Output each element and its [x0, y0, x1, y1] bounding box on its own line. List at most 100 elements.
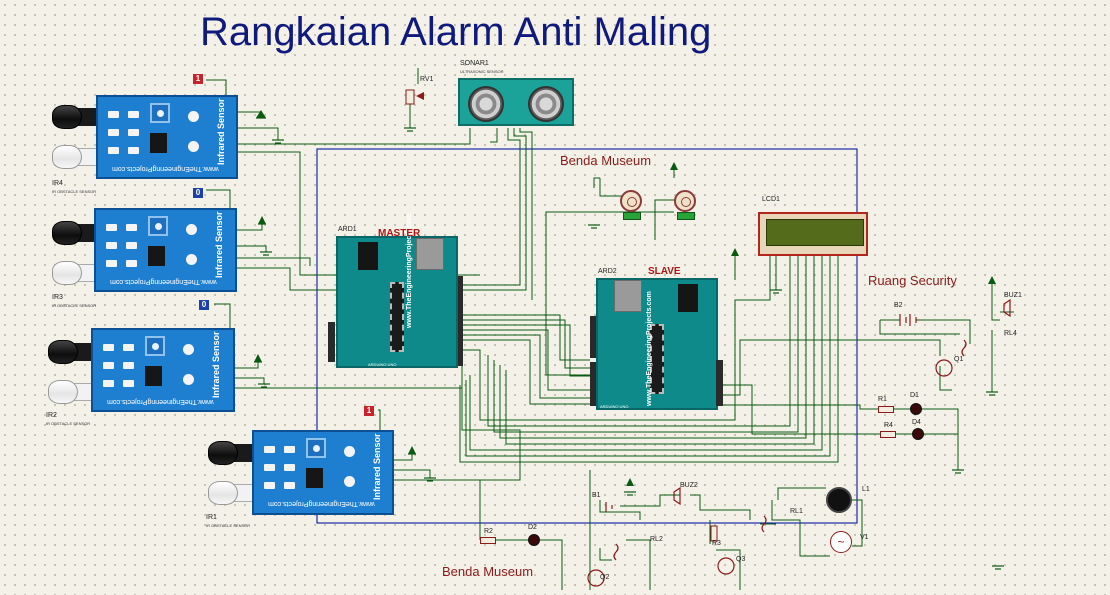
- slave-usb-port: [614, 280, 642, 312]
- ir2-potentiometer: [145, 336, 165, 356]
- ir4-emitter-led: [52, 105, 82, 129]
- l1-ref: L1: [862, 486, 870, 493]
- q1-ref: Q1: [954, 356, 964, 363]
- ir3-ref: IR3: [52, 294, 63, 301]
- rl1-ref: RL1: [790, 508, 803, 515]
- ir2-caption: Infrared Sensor: [211, 331, 221, 398]
- l1-lamp[interactable]: [826, 487, 852, 513]
- r1-resistor: [878, 406, 894, 413]
- slave-header-left2: [590, 362, 597, 406]
- d2-led[interactable]: [528, 534, 540, 546]
- enclosure-frame: [316, 148, 858, 524]
- slave-header-right: [716, 360, 723, 406]
- master-power-jack: [358, 242, 378, 270]
- ir4-caption: Infrared Sensor: [216, 98, 226, 165]
- r2-resistor: [480, 537, 496, 544]
- d4-led[interactable]: [912, 428, 924, 440]
- r2-ref: R2: [484, 528, 493, 535]
- ir4-potentiometer: [150, 103, 170, 123]
- ir1-sensor-module[interactable]: Infrared Sensor www.TheEngineeringProjec…: [252, 430, 394, 515]
- ir1-url: www.TheEngineeringProjects.com: [268, 500, 375, 507]
- r3-ref: R3: [712, 540, 721, 547]
- ir3-sensor-module[interactable]: Infrared Sensor www.TheEngineeringProjec…: [94, 208, 237, 292]
- ard2-ref: ARD2: [598, 268, 617, 275]
- master-mcu: [390, 282, 404, 352]
- ir2-subtitle: IR OBSTACLE SENSOR: [46, 421, 91, 426]
- ir1-ref: IR1: [206, 514, 217, 521]
- ir2-receiver-led: [48, 380, 78, 404]
- ir1-caption: Infrared Sensor: [372, 433, 382, 500]
- ir2-sensor-module[interactable]: Infrared Sensor www.TheEngineeringProjec…: [91, 328, 235, 412]
- ir2-ref: IR2: [46, 412, 57, 419]
- slave-arduino[interactable]: www.TheEngineeringProjects.com ARDUINO U…: [596, 278, 718, 410]
- ir1-subtitle: IR OBSTACLE SENSOR: [206, 523, 251, 528]
- sonar-receiver: [528, 86, 564, 122]
- ir2-url: www.TheEngineeringProjects.com: [107, 398, 214, 405]
- ir4-sensor-module[interactable]: Infrared Sensor www.TheEngineeringProjec…: [96, 95, 238, 179]
- q3-ref: Q3: [736, 556, 746, 563]
- master-arduino[interactable]: www.TheEngineeringProjects.com ARDUINO U…: [336, 213, 458, 368]
- d2-ref: D2: [528, 524, 537, 531]
- master-usb-port: [416, 238, 444, 270]
- d1-ref: D1: [910, 392, 919, 399]
- rl2-ref: RL2: [650, 536, 663, 543]
- rl4-ref: RL4: [1004, 330, 1017, 337]
- ir2-logic-tag[interactable]: 0: [199, 300, 209, 310]
- d1-led[interactable]: [910, 403, 922, 415]
- ir1-chip: [306, 468, 323, 488]
- lcd-display[interactable]: [758, 212, 868, 256]
- slave-label: SLAVE: [648, 266, 681, 277]
- d4-ref: D4: [912, 419, 921, 426]
- lcd-ref: LCD1: [762, 196, 780, 203]
- museum-object-1-switch[interactable]: [620, 190, 642, 212]
- buz2-ref: BUZ2: [680, 482, 698, 489]
- ir1-logic-tag[interactable]: 1: [364, 406, 374, 416]
- security-room-label: Ruang Security: [868, 273, 957, 288]
- master-header-top: [456, 276, 463, 322]
- ir2-emitter-led: [48, 340, 78, 364]
- ir3-subtitle: IR OBSTACLE SENSOR: [52, 303, 97, 308]
- slave-header-left: [590, 316, 597, 358]
- slave-mcu: [650, 324, 664, 394]
- buz1-ref: BUZ1: [1004, 292, 1022, 299]
- b1-ref: B1: [592, 492, 601, 499]
- ir3-potentiometer: [148, 216, 168, 236]
- ultrasonic-sensor[interactable]: [458, 78, 574, 126]
- lcd-screen: [766, 219, 864, 246]
- master-header-left: [328, 322, 335, 362]
- slave-board-caption: www.TheEngineeringProjects.com: [646, 291, 653, 406]
- r1-ref: R1: [878, 396, 887, 403]
- ir4-chip: [150, 133, 167, 153]
- r4-resistor: [880, 431, 896, 438]
- ir3-logic-tag[interactable]: 0: [193, 188, 203, 198]
- sonar-transmitter: [468, 86, 504, 122]
- master-model: ARDUINO UNO: [368, 362, 397, 367]
- v1-ref: V1: [860, 534, 869, 541]
- r4-ref: R4: [884, 422, 893, 429]
- ir4-ref: IR4: [52, 180, 63, 187]
- ir1-emitter-led: [208, 441, 238, 465]
- ir3-url: www.TheEngineeringProjects.com: [110, 278, 217, 285]
- ir4-logic-tag[interactable]: 1: [193, 74, 203, 84]
- ir3-chip: [148, 246, 165, 266]
- slave-power-jack: [678, 284, 698, 312]
- ir3-emitter-led: [52, 221, 82, 245]
- ir3-caption: Infrared Sensor: [214, 211, 224, 278]
- slave-model: ARDUINO UNO: [600, 404, 629, 409]
- ir2-chip: [145, 366, 162, 386]
- q2-ref: Q2: [600, 574, 610, 581]
- ard1-ref: ARD1: [338, 226, 357, 233]
- v1-ac-source: ~: [830, 531, 852, 553]
- ir3-receiver-led: [52, 261, 82, 285]
- b2-ref: B2: [894, 302, 903, 309]
- ir4-subtitle: IR OBSTACLE SENSOR: [52, 189, 97, 194]
- museum-object-2-switch[interactable]: [674, 190, 696, 212]
- sonar-subtitle: ULTRASONIC SENSOR: [460, 69, 504, 74]
- ir1-receiver-led: [208, 481, 238, 505]
- ir1-potentiometer: [306, 438, 326, 458]
- ir4-url: www.TheEngineeringProjects.com: [112, 165, 219, 172]
- diagram-title: Rangkaian Alarm Anti Maling: [200, 10, 712, 54]
- ir4-receiver-led: [52, 145, 82, 169]
- rv1-ref: RV1: [420, 76, 434, 83]
